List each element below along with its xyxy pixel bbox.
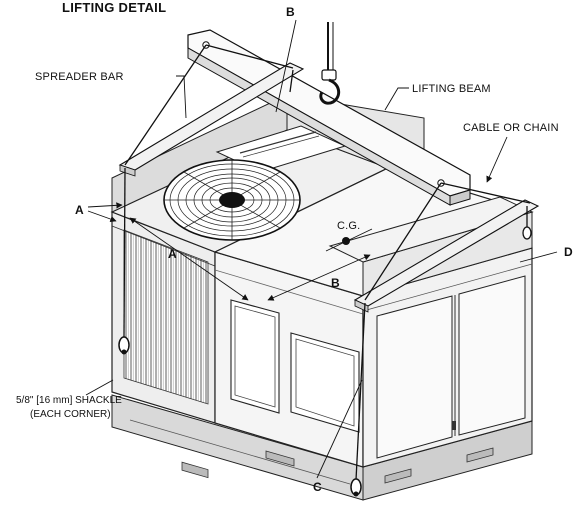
access-panel-left <box>230 299 280 414</box>
spreader-bar-label: SPREADER BAR <box>35 71 124 83</box>
diagram-title: LIFTING DETAIL <box>62 0 166 15</box>
label-c: C <box>313 480 322 494</box>
crane-hook-icon <box>319 22 341 105</box>
shackle-label-line2: (EACH CORNER) <box>30 409 111 420</box>
label-a-center: A <box>168 247 177 261</box>
lifting-beam-label: LIFTING BEAM <box>412 83 491 95</box>
base-pallet <box>111 394 533 501</box>
unit-front-panel <box>214 251 364 468</box>
lifting-cables <box>123 44 531 481</box>
dimension-lines <box>85 19 558 479</box>
label-d: D <box>564 245 573 259</box>
condenser-fan-icon <box>163 159 301 241</box>
center-of-gravity-icon <box>325 228 373 252</box>
unit-end-panel <box>362 247 533 468</box>
label-b-top: B <box>286 5 295 19</box>
shackle-label-line1: 5/8" [16 mm] SHACKLE <box>16 395 122 406</box>
label-b-center: B <box>331 276 340 290</box>
spreader-bar <box>118 62 540 313</box>
cable-or-chain-label: CABLE OR CHAIN <box>463 122 559 134</box>
shackle-icon <box>118 226 532 497</box>
label-a-left: A <box>75 203 84 217</box>
door-latch <box>452 421 456 430</box>
cg-label: C.G. <box>337 220 360 232</box>
